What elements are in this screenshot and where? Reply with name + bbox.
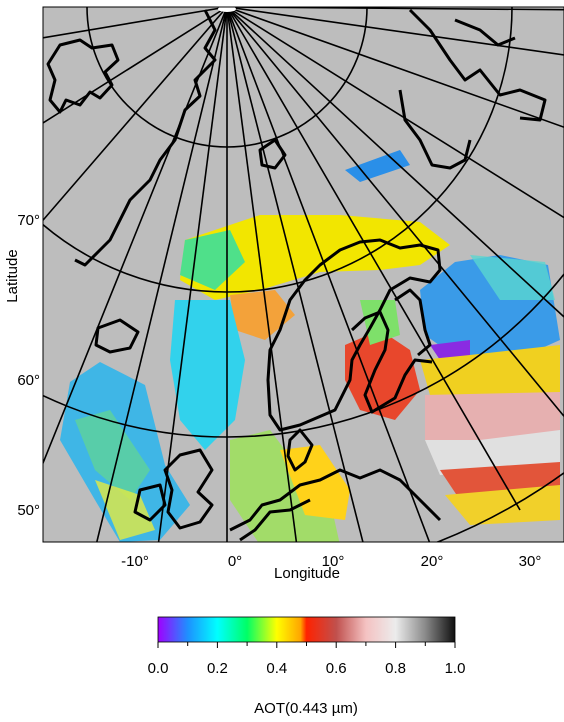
colorbar-tick-label: 0.0	[148, 660, 169, 677]
aot-swath-norwegian-sea-orange	[230, 290, 295, 340]
meridian-line	[226, 7, 564, 56]
parallel-80	[86, 7, 368, 148]
aot-swath-baltic-green	[360, 300, 400, 345]
coastline-baltic	[350, 310, 433, 414]
lon-tick-m10: -10°	[121, 553, 149, 570]
colorbar-tick-label: 0.8	[385, 660, 406, 677]
lon-tick-30: 30°	[519, 553, 542, 570]
y-axis-label: Latitude	[4, 249, 21, 302]
aot-swath-east-yellow	[420, 345, 560, 400]
lat-tick-70: 70°	[17, 212, 40, 229]
coastline-franz-josef	[454, 18, 516, 47]
coastline-denmark	[286, 428, 314, 472]
coastline-novaya-zemlya	[408, 8, 547, 122]
coastline-scandinavia	[266, 238, 442, 432]
colorbar-label: AOT(0.443 µm)	[254, 700, 358, 717]
colorbar-gradient	[157, 616, 456, 643]
meridian-line	[226, 7, 521, 511]
graticule	[43, 7, 564, 542]
coastline-iceland	[94, 318, 140, 354]
coastline-east-greenland	[74, 9, 217, 267]
meridian-line	[226, 7, 298, 542]
meridian-line	[95, 7, 228, 542]
map-frame	[42, 6, 564, 543]
aot-swath-east-purple	[430, 340, 470, 360]
aot-swath-west-patch-green	[75, 410, 150, 500]
lat-tick-60: 60°	[17, 372, 40, 389]
north-pole-marker	[218, 7, 236, 12]
meridian-line	[226, 7, 564, 219]
coastline-barents-east	[398, 89, 472, 170]
lat-tick-50: 50°	[17, 502, 40, 519]
colorbar-ticks	[157, 642, 456, 648]
coastline-ireland	[133, 483, 167, 522]
lon-tick-0: 0°	[228, 553, 242, 570]
meridian-line	[43, 7, 228, 466]
coastline-british-isles	[163, 448, 214, 530]
aot-swath-arctic-blue	[345, 150, 410, 182]
meridian-line	[226, 7, 564, 129]
meridian-line	[226, 7, 431, 542]
x-axis-label: Longitude	[274, 565, 340, 582]
aot-swath-baltic-red	[345, 330, 420, 420]
meridian-line	[43, 7, 228, 124]
coastline-greenland	[46, 38, 120, 114]
meridian-line	[226, 7, 564, 318]
meridian-line	[43, 7, 228, 222]
coastlines	[46, 8, 547, 542]
colorbar-tick-label: 0.4	[266, 660, 287, 677]
meridian-line	[226, 7, 564, 418]
colorbar: 0.0 0.2 0.4 0.6 0.8 1.0 AOT(0.443 µm)	[148, 616, 466, 717]
aot-swath-east-white	[425, 430, 560, 475]
lon-tick-20: 20°	[421, 553, 444, 570]
parallel-70	[43, 7, 513, 293]
colorbar-tick-label: 0.6	[326, 660, 347, 677]
coastline-continent-south	[239, 498, 311, 542]
coastline-finland	[394, 288, 432, 357]
coastline-continent	[229, 468, 442, 532]
aot-swath-norwegian-sea	[180, 215, 450, 300]
colorbar-tick-label: 1.0	[445, 660, 466, 677]
parallel-60	[43, 272, 564, 438]
map-panel	[43, 7, 564, 542]
lon-tick-10: 10°	[322, 553, 345, 570]
coastline-svalbard	[258, 138, 287, 170]
meridian-line	[43, 7, 228, 39]
colorbar-tick-label: 0.2	[207, 660, 228, 677]
